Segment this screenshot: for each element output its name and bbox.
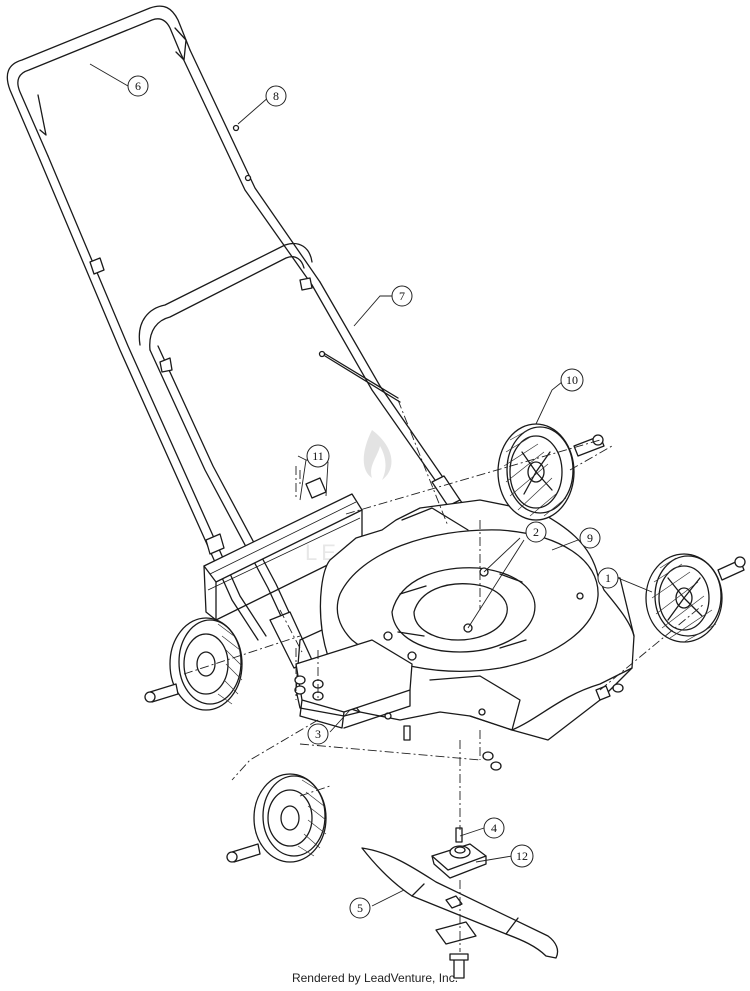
callout-9: 9 — [579, 527, 601, 549]
wheel-rear-left — [144, 617, 243, 711]
wheel-front-right — [645, 553, 746, 643]
callout-7: 7 — [391, 285, 413, 307]
callout-8: 8 — [265, 85, 287, 107]
wheel-front-left — [226, 773, 327, 863]
upper-handle — [6, 5, 321, 641]
svg-text:8: 8 — [273, 89, 279, 103]
svg-text:12: 12 — [516, 849, 528, 863]
footer-credit: Rendered by LeadVenture, Inc. — [291, 971, 459, 985]
svg-text:2: 2 — [533, 525, 539, 539]
blade-adapter — [431, 843, 487, 879]
axle-hardware-left — [294, 675, 411, 741]
callout-6: 6 — [127, 75, 149, 97]
lower-handle — [138, 242, 467, 669]
svg-text:9: 9 — [587, 531, 593, 545]
rear-discharge-flap — [203, 466, 363, 621]
wheel-rear-right — [497, 423, 605, 521]
svg-text:6: 6 — [135, 79, 141, 93]
side-discharge-plate — [295, 639, 413, 729]
svg-text:10: 10 — [566, 373, 578, 387]
svg-text:1: 1 — [605, 571, 611, 585]
callout-1: 1 — [597, 567, 619, 589]
svg-text:7: 7 — [399, 289, 405, 303]
handle-hardware — [89, 124, 313, 373]
assembly-lines — [183, 399, 705, 952]
callout-12: 12 — [510, 844, 534, 868]
callout-4: 4 — [483, 817, 505, 839]
callout-3: 3 — [307, 723, 329, 745]
axle-hardware-right — [455, 683, 624, 843]
callout-2: 2 — [525, 521, 547, 543]
blade-bolt — [449, 953, 469, 979]
svg-text:3: 3 — [315, 727, 321, 741]
control-cable — [318, 350, 401, 403]
callout-5: 5 — [349, 897, 371, 919]
callout-10: 10 — [560, 368, 584, 392]
svg-text:5: 5 — [357, 901, 363, 915]
callout-11: 11 — [306, 444, 330, 468]
svg-text:4: 4 — [491, 821, 497, 835]
svg-text:11: 11 — [312, 449, 324, 463]
